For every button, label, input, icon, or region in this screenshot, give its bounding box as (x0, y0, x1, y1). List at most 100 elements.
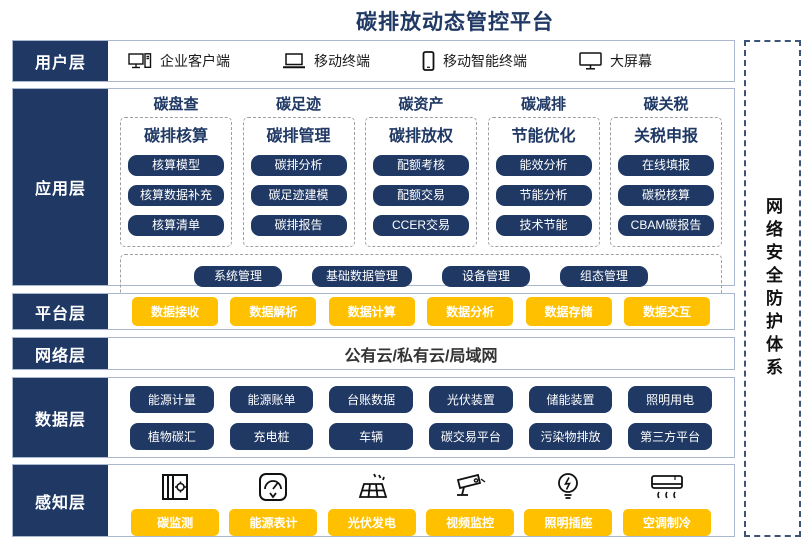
user-layer-content: 企业客户端 移动终端 移动智能终端 大屏幕 (108, 41, 734, 81)
app-column-carbon-footprint: 碳足迹 碳排管理 碳排分析 碳足迹建模 碳排报告 (242, 93, 355, 247)
sense-chip: 空调制冷 (622, 509, 711, 536)
app-column-carbon-asset: 碳资产 碳排放权 配额考核 配额交易 CCER交易 (365, 93, 477, 247)
desktop-client-icon (128, 52, 152, 70)
app-chip: 系统管理 (193, 265, 282, 287)
laptop-icon (282, 53, 306, 69)
sense-chip: 光伏发电 (327, 509, 416, 536)
perception-layer-label: 感知层 (13, 465, 108, 536)
data-chip: 光伏装置 (428, 385, 513, 413)
data-chip: 能源计量 (130, 385, 214, 413)
sense-chip: 能源表计 (229, 509, 318, 536)
app-column-subtitle: 碳排核算 (143, 128, 208, 145)
app-column-header: 碳资产 (398, 96, 444, 113)
user-item-label: 移动智能终端 (443, 53, 527, 69)
app-column-group: 关税申报 在线填报 碳税核算 CBAM碳报告 (610, 117, 722, 247)
app-common-group: 系统管理 基础数据管理 设备管理 组态管理 (120, 254, 722, 298)
app-column-group: 碳排管理 碳排分析 碳足迹建模 碳排报告 (242, 117, 355, 247)
platform-layer-label: 平台层 (13, 294, 108, 329)
network-layer-text: 公有云/私有云/局域网 (344, 347, 498, 365)
network-layer-row: 网络层 公有云/私有云/局域网 (12, 337, 735, 370)
air-conditioner-icon (648, 470, 686, 504)
app-chip: 组态管理 (560, 265, 648, 287)
app-chip: 设备管理 (442, 265, 530, 287)
application-layer-content: 碳盘查 碳排核算 核算模型 核算数据补充 核算清单 碳足迹 碳排管理 碳排分析 … (108, 89, 734, 298)
network-layer-label: 网络层 (13, 338, 108, 369)
sense-chip: 照明插座 (524, 509, 613, 536)
data-chip: 碳交易平台 (428, 422, 513, 450)
app-column-group: 碳排核算 核算模型 核算数据补充 核算清单 (120, 117, 232, 247)
big-screen-icon (579, 52, 602, 70)
app-chip: 节能分析 (495, 185, 592, 206)
app-column-header: 碳足迹 (275, 96, 321, 113)
user-item-big-screen: 大屏幕 (579, 51, 652, 71)
security-panel: 网络安全防护体系 (744, 40, 801, 537)
application-layer-row: 应用层 碳盘查 碳排核算 核算模型 核算数据补充 核算清单 碳足迹 碳排管理 碳… (12, 88, 735, 298)
platform-layer-row: 平台层 数据接收 数据解析 数据计算 数据分析 数据存储 数据交互 (12, 293, 735, 330)
sense-chip: 视频监控 (426, 509, 515, 536)
app-column-carbon-inventory: 碳盘查 碳排核算 核算模型 核算数据补充 核算清单 (120, 93, 232, 247)
app-chip: CBAM碳报告 (618, 215, 714, 236)
data-layer-content: 能源计量 能源账单 台账数据 光伏装置 储能装置 照明用电 植物碳汇 充电桩 车… (108, 378, 734, 457)
app-chip: 基础数据管理 (311, 265, 412, 287)
lighting-socket-icon (553, 470, 583, 504)
platform-chip: 数据计算 (328, 297, 415, 326)
app-chip: 核算数据补充 (128, 185, 224, 206)
app-column-subtitle: 关税申报 (633, 128, 698, 145)
app-chip: 能效分析 (495, 155, 592, 176)
user-item-label: 移动终端 (314, 53, 370, 69)
app-chip: 在线填报 (618, 155, 714, 176)
carbon-monitor-icon (158, 470, 192, 504)
app-chip: 碳排报告 (250, 215, 347, 236)
data-chip: 第三方平台 (628, 422, 712, 450)
solar-power-icon (354, 470, 390, 504)
app-chip: 碳足迹建模 (250, 185, 347, 206)
sense-item-lighting-socket: 照明插座 (519, 470, 617, 536)
app-chip: 配额交易 (373, 185, 469, 206)
sense-item-air-conditioner: 空调制冷 (618, 470, 716, 536)
app-chip: 核算清单 (128, 215, 224, 236)
video-surveillance-icon (452, 470, 488, 504)
app-column-subtitle: 碳排放权 (388, 128, 453, 145)
perception-layer-content: 碳监测 能源表计 光伏发电 (108, 465, 734, 536)
app-chip: 核算模型 (128, 155, 224, 176)
app-column-carbon-reduction: 碳减排 节能优化 能效分析 节能分析 技术节能 (487, 93, 600, 247)
application-layer-label: 应用层 (13, 89, 108, 285)
app-column-subtitle: 节能优化 (511, 128, 576, 145)
sense-item-solar-power: 光伏发电 (323, 470, 421, 536)
data-chip: 储能装置 (528, 385, 613, 413)
app-column-group: 碳排放权 配额考核 配额交易 CCER交易 (365, 117, 477, 247)
user-item-mobile-terminal: 移动终端 (282, 51, 370, 71)
sense-item-video-surveillance: 视频监控 (421, 470, 519, 536)
app-column-group: 节能优化 能效分析 节能分析 技术节能 (487, 117, 600, 247)
energy-meter-icon (256, 470, 290, 504)
app-column-subtitle: 碳排管理 (266, 128, 331, 145)
perception-layer-row: 感知层 碳监测 (12, 464, 735, 537)
app-chip: 碳排分析 (250, 155, 347, 176)
network-layer-content: 公有云/私有云/局域网 (108, 338, 734, 369)
sense-chip: 碳监测 (131, 509, 220, 536)
platform-layer-content: 数据接收 数据解析 数据计算 数据分析 数据存储 数据交互 (108, 294, 734, 329)
platform-chip: 数据交互 (623, 297, 710, 326)
sense-item-energy-meter: 能源表计 (224, 470, 322, 536)
platform-chip: 数据存储 (525, 297, 612, 326)
smartphone-icon (422, 51, 435, 71)
data-layer-row: 数据层 能源计量 能源账单 台账数据 光伏装置 储能装置 照明用电 植物碳汇 充… (12, 377, 735, 458)
data-chip: 车辆 (329, 422, 413, 450)
data-chip: 充电桩 (229, 422, 314, 450)
user-item-enterprise-client: 企业客户端 (128, 51, 230, 71)
application-columns: 碳盘查 碳排核算 核算模型 核算数据补充 核算清单 碳足迹 碳排管理 碳排分析 … (120, 93, 722, 247)
app-column-header: 碳关税 (643, 96, 689, 113)
page-title: 碳排放动态管控平台 (356, 11, 554, 34)
user-layer-label: 用户层 (13, 41, 108, 81)
app-chip: 技术节能 (495, 215, 592, 236)
platform-chip: 数据分析 (427, 297, 514, 326)
data-chip: 能源账单 (229, 385, 314, 413)
user-item-label: 大屏幕 (610, 53, 652, 69)
data-layer-label: 数据层 (13, 378, 108, 457)
app-column-header: 碳减排 (520, 96, 566, 113)
user-item-smart-mobile: 移动智能终端 (422, 51, 527, 71)
data-chip: 污染物排放 (528, 422, 613, 450)
app-chip: 配额考核 (373, 155, 469, 176)
data-chip: 照明用电 (628, 385, 712, 413)
data-chip: 台账数据 (329, 385, 413, 413)
